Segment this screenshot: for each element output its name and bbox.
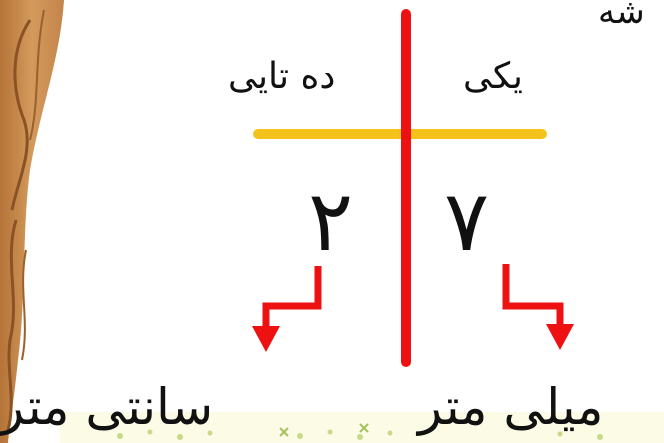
tens-column-label: ده تایی — [228, 56, 335, 97]
ones-digit: ۷ — [444, 172, 489, 270]
ones-arrow — [506, 264, 574, 350]
tens-digit: ۲ — [308, 172, 353, 270]
tens-arrow — [252, 266, 318, 352]
ones-unit-label: میلی متر — [418, 378, 603, 436]
tens-unit-label: سانتی متر — [0, 378, 213, 436]
partial-title-text: شه — [598, 0, 645, 32]
ones-column-label: یکی — [463, 56, 523, 97]
wood-panel-decoration — [0, 0, 64, 443]
